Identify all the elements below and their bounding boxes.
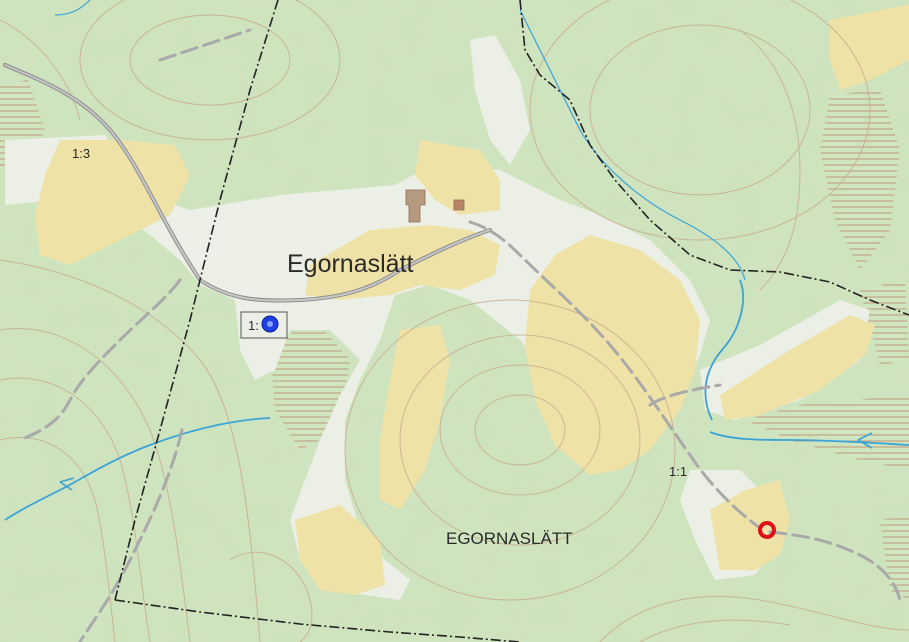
enclosure bbox=[240, 311, 288, 339]
agricultural-fields bbox=[35, 5, 909, 595]
stream-arrow-west bbox=[59, 477, 75, 491]
scale-label-3: 1:1 bbox=[669, 464, 687, 479]
streams bbox=[4, 0, 909, 521]
scale-label-2: 1: bbox=[248, 318, 259, 333]
stream-arrow-east bbox=[857, 432, 873, 449]
place-name-label: Egornaslätt bbox=[287, 250, 414, 278]
buildings bbox=[405, 189, 465, 223]
area-name-label: EGORNASLÄTT bbox=[446, 529, 573, 548]
tracks bbox=[18, 28, 902, 642]
red-marker[interactable] bbox=[758, 521, 776, 539]
scale-label-1: 1:3 bbox=[72, 146, 90, 161]
boundaries bbox=[114, 0, 909, 642]
blue-marker[interactable] bbox=[261, 315, 279, 333]
roads bbox=[3, 63, 492, 303]
